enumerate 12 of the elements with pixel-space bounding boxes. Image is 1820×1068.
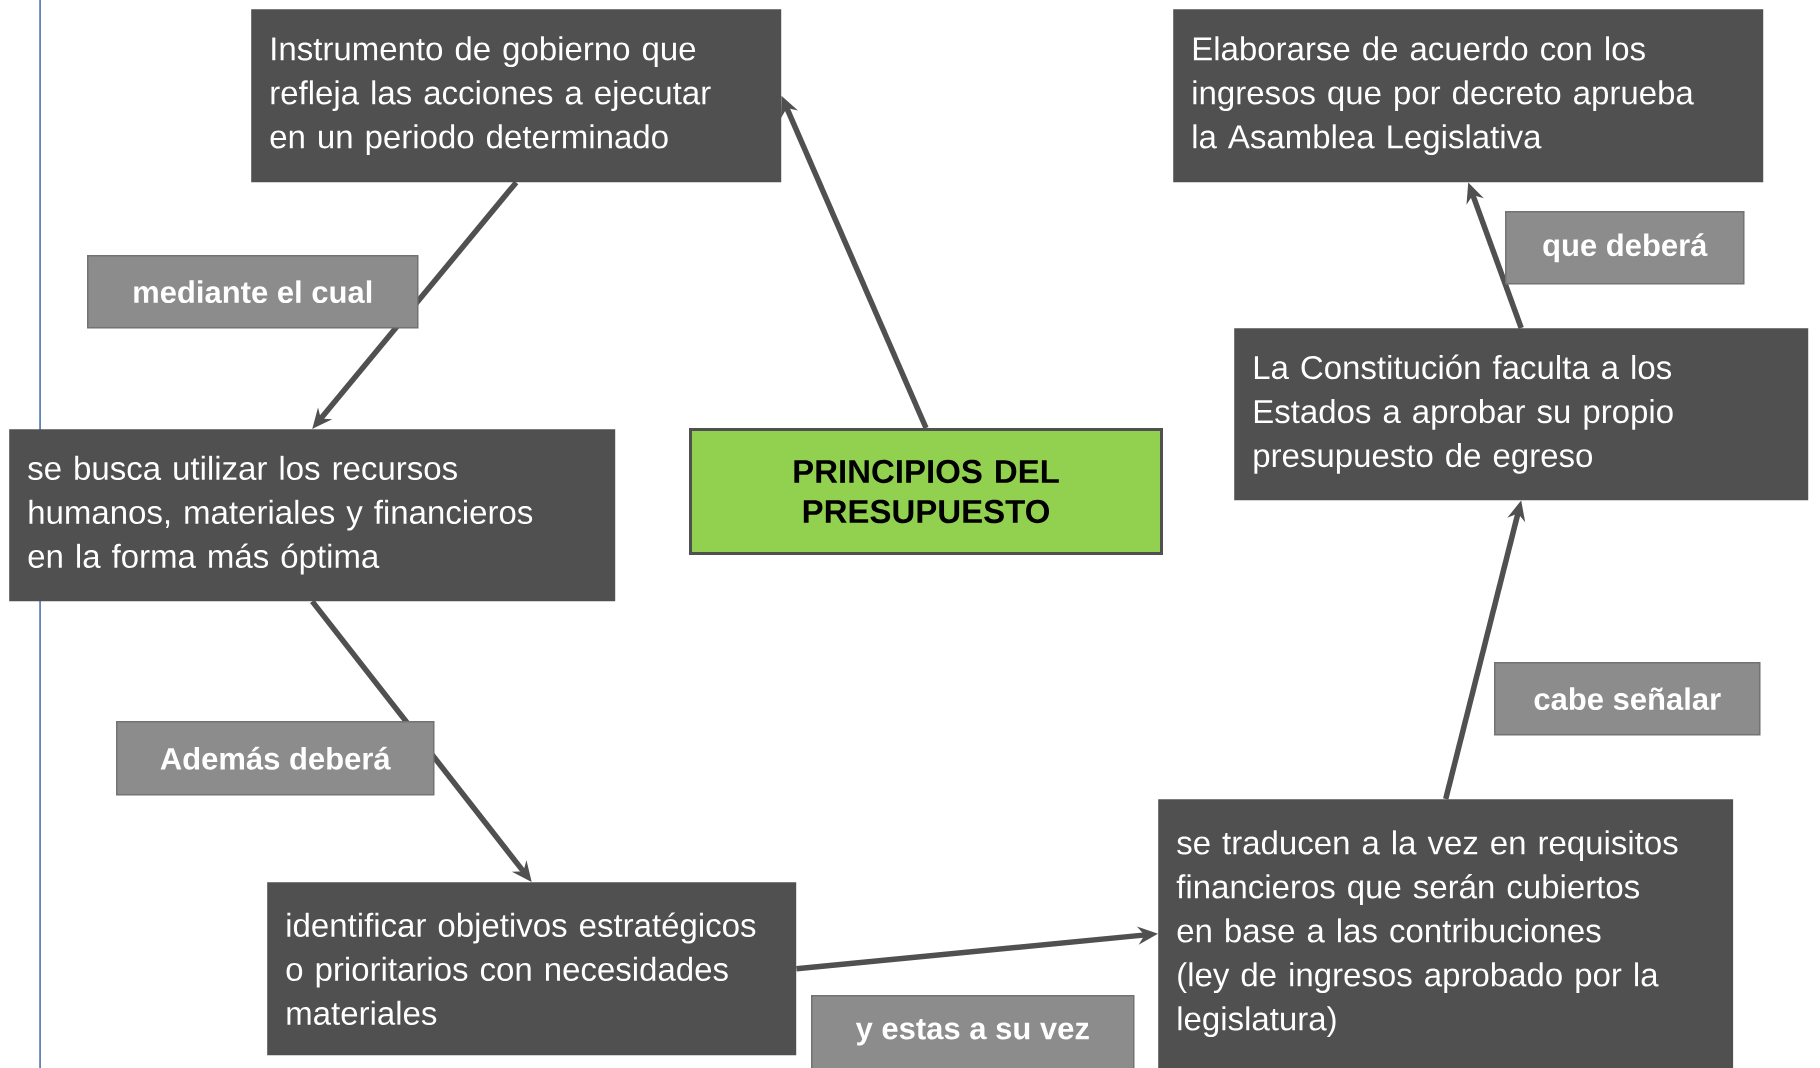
edge-label: que deberá <box>1505 211 1745 285</box>
text-box: se traducen a la vez en requisitos financieros que serán cubiertos en base a las contribuciones (ley de ingresos aprobado por la legislatura) <box>1158 799 1734 1068</box>
edge-label: mediante el cual <box>87 255 419 329</box>
text-box: Instrumento de gobierno que refleja las acciones a ejecutar en un periodo determinado <box>251 9 782 183</box>
text-box: Elaborarse de acuerdo con los ingresos que por decreto aprueba la Asamblea Legislativa <box>1173 9 1764 183</box>
text-box: se busca utilizar los recursos humanos, materiales y financieros en la forma más óptima <box>9 429 616 602</box>
edge-label: cabe señalar <box>1494 662 1761 736</box>
edge-label: Además deberá <box>116 721 435 796</box>
edge-label: y estas a su vez <box>811 995 1135 1068</box>
title-box: PRINCIPIOS DEL PRESUPUESTO <box>689 428 1163 555</box>
text-box: identificar objetivos estratégicos o prioritarios con necesidades materiales <box>267 882 797 1056</box>
text-box: La Constitución faculta a los Estados a aprobar su propio presupuesto de egreso <box>1234 328 1809 501</box>
